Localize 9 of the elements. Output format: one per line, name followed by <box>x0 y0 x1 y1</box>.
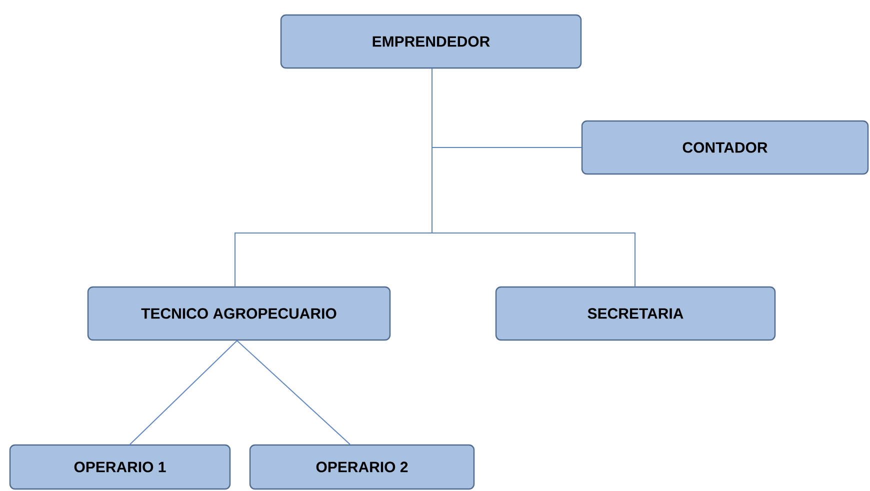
org-box: EMPRENDEDOR <box>280 14 582 69</box>
org-box: CONTADOR <box>581 120 869 175</box>
org-box: OPERARIO 1 <box>9 444 231 490</box>
connector-line <box>236 340 350 445</box>
org-box: OPERARIO 2 <box>249 444 475 490</box>
connector-line <box>432 68 636 287</box>
connector-line <box>130 340 238 445</box>
org-box: TECNICO AGROPECUARIO <box>87 286 391 341</box>
org-box: SECRETARIA <box>495 286 776 341</box>
